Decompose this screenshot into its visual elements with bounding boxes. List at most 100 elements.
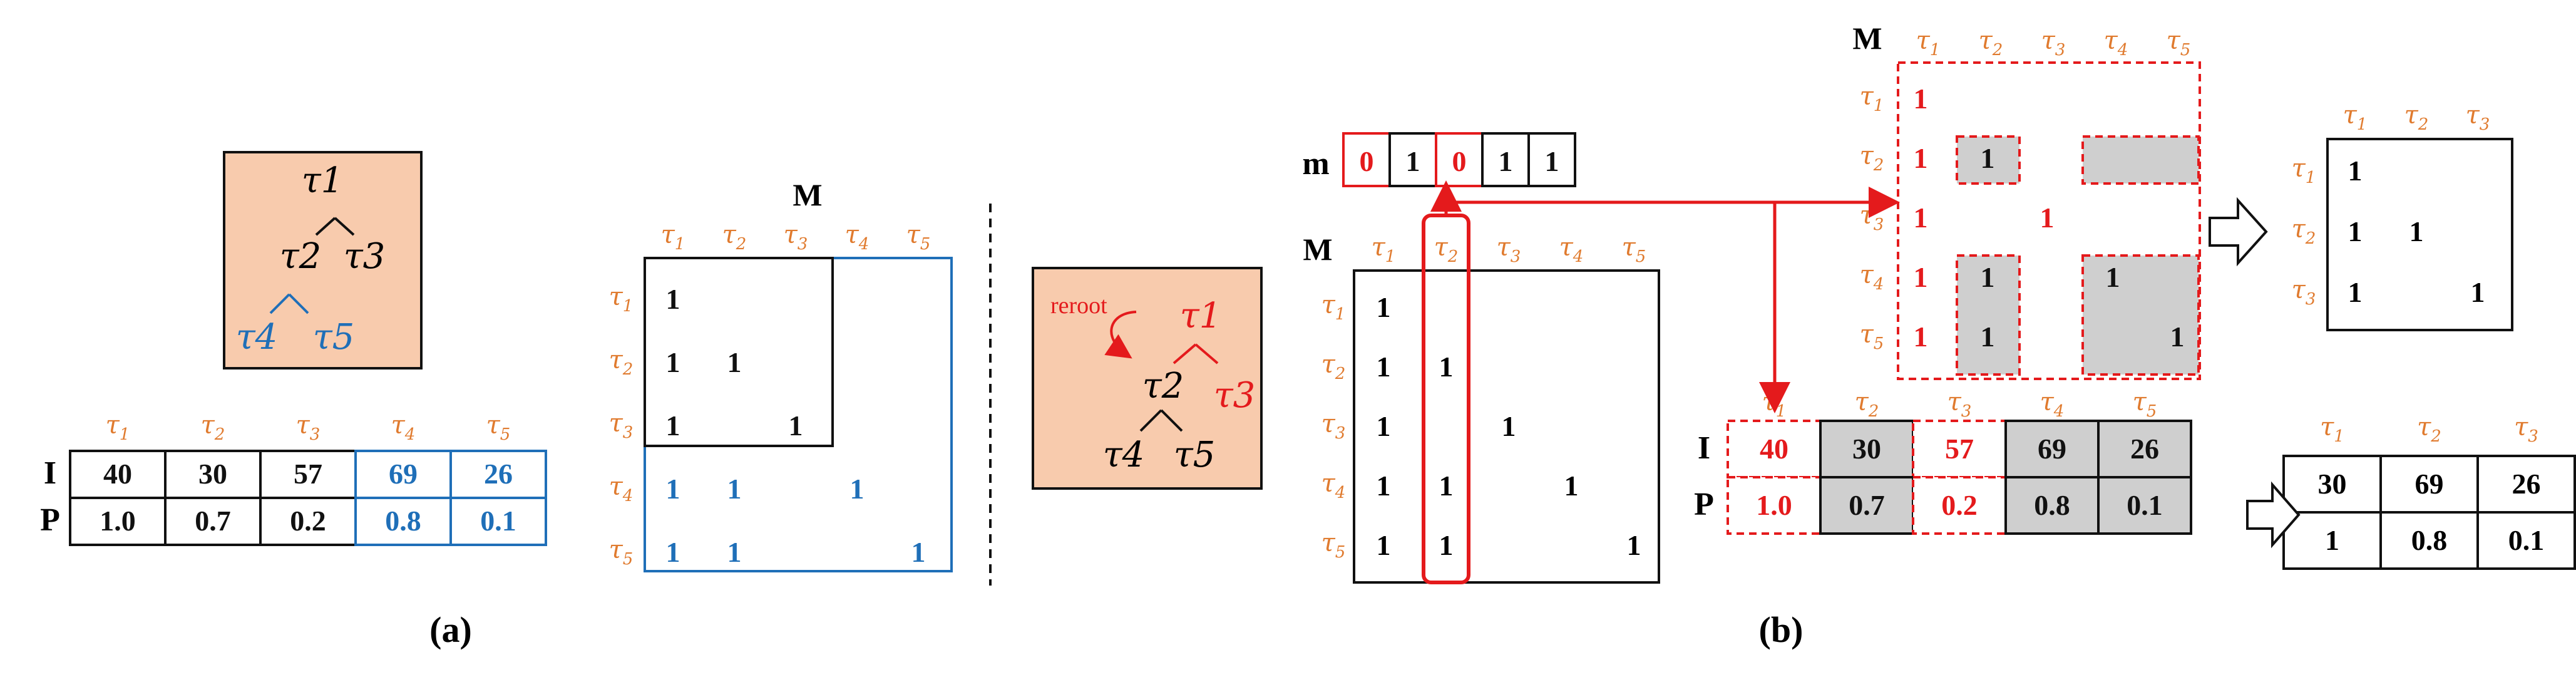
matrix-b-entry: 1 (1627, 529, 1641, 561)
matrix-b-row-label: τ5 (1321, 529, 1346, 562)
masked-matrix-entry: 1 (1981, 261, 1995, 293)
matrix-b-col-label: τ1 (1372, 233, 1396, 266)
table-b-value: 40 (1760, 433, 1788, 465)
matrix-a-entry: 1 (666, 410, 680, 442)
result-table-value: 69 (2415, 468, 2444, 500)
tree-box-a (223, 151, 423, 370)
masked-matrix-entry: 1 (1914, 142, 1928, 174)
masked-matrix-row-label: τ2 (1860, 142, 1884, 175)
result-matrix-entry: 1 (2348, 276, 2363, 308)
masked-matrix-entry: 1 (1981, 142, 1995, 174)
matrix-b-col-label: τ5 (1622, 233, 1646, 266)
hollow-arrow-table (2246, 481, 2301, 549)
table-b-col-header: τ2 (1855, 388, 1879, 421)
m-vector-value: 1 (1545, 145, 1559, 177)
masked-matrix-kept-block (1956, 135, 2021, 185)
m-vector-value: 0 (1360, 145, 1374, 177)
table-b-cell (2097, 476, 2192, 535)
masked-matrix-row-label: τ5 (1860, 320, 1884, 353)
table-b-row-label: P (1694, 487, 1714, 522)
masked-matrix-entry: 1 (2040, 202, 2055, 234)
caption-a: (a) (429, 609, 472, 650)
tree-b-left: τ2 (1142, 366, 1184, 406)
tree-a-right: τ3 (344, 236, 386, 277)
matrix-a-entry: 1 (727, 536, 742, 568)
matrix-a-col-label: τ3 (784, 220, 808, 254)
hollow-arrow-matrix (2209, 197, 2268, 267)
m-vector-value: 1 (1499, 145, 1513, 177)
result-table-value: 30 (2318, 468, 2347, 500)
matrix-b-entry: 1 (1377, 529, 1391, 561)
masked-matrix-kept-block (2081, 135, 2200, 185)
result-table-value: 1 (2325, 524, 2339, 556)
result-matrix-row-label: τ1 (2292, 154, 2316, 187)
tree-box-b (1032, 267, 1263, 490)
masked-matrix-entry: 1 (1914, 83, 1928, 115)
matrix-a-entry: 1 (911, 536, 926, 568)
masked-matrix-col-label: τ3 (2041, 26, 2066, 59)
matrix-b-entry: 1 (1439, 351, 1454, 383)
tree-a-root: τ1 (302, 160, 344, 201)
table-b-col-header: τ3 (1947, 388, 1972, 421)
matrix-b-row-label: τ1 (1321, 291, 1346, 324)
table-a-value: 0.8 (385, 505, 421, 537)
tree-b-lr: τ5 (1174, 435, 1216, 475)
table-a-col-header: τ5 (486, 411, 511, 444)
table-a-value: 26 (484, 458, 513, 490)
table-b-cell (1727, 420, 1822, 478)
tree-b-right: τ3 (1214, 375, 1256, 416)
matrix-a-col-label: τ4 (845, 220, 870, 254)
matrix-a-row-label: τ5 (609, 535, 634, 569)
masked-matrix-box (1897, 61, 2201, 380)
table-a-col-header: τ4 (391, 411, 416, 444)
matrix-b-col-label: τ4 (1559, 233, 1584, 266)
result-table-cell (2379, 511, 2479, 570)
masked-matrix-col-label: τ4 (2104, 26, 2128, 59)
masked-matrix-row-label: τ1 (1860, 82, 1884, 115)
tree-a-lr: τ5 (313, 317, 355, 358)
matrix-a-entry: 1 (666, 283, 680, 315)
masked-matrix-entry: 1 (1914, 261, 1928, 293)
table-b-value: 0.8 (2034, 489, 2070, 521)
matrix-b-col-label: τ2 (1434, 233, 1459, 266)
matrix-a-inner-box (644, 257, 834, 447)
matrix-b-entry: 1 (1502, 410, 1516, 442)
table-a-value: 0.2 (290, 505, 326, 537)
table-b-value: 26 (2130, 433, 2159, 465)
matrix-b-entry: 1 (1377, 291, 1391, 323)
table-a-value: 40 (103, 458, 132, 490)
matrix-b-row-label: τ3 (1321, 410, 1346, 443)
matrix-a-row-label: τ1 (609, 282, 634, 316)
matrix-b-entry: 1 (1439, 529, 1454, 561)
caption-b: (b) (1759, 609, 1804, 650)
result-matrix-col-label: τ2 (2404, 101, 2429, 134)
matrix-b-title: M (1303, 232, 1332, 267)
masked-matrix-kept-block (2081, 254, 2200, 376)
table-a-col-header: τ2 (201, 411, 225, 444)
tree-a-left: τ2 (280, 236, 322, 277)
matrix-a-row-label: τ3 (609, 409, 634, 442)
result-matrix-entry: 1 (2471, 276, 2485, 308)
result-matrix-entry: 1 (2348, 155, 2363, 187)
m-vector-label: m (1302, 146, 1329, 182)
result-matrix-row-label: τ3 (2292, 276, 2316, 309)
matrix-b-entry: 1 (1439, 470, 1454, 502)
result-table-value: 26 (2512, 468, 2541, 500)
result-matrix-row-label: τ2 (2292, 215, 2316, 248)
table-b-value: 69 (2038, 433, 2066, 465)
table-b-value: 57 (1945, 433, 1974, 465)
table-a-cell (449, 497, 547, 546)
m-vector-value: 1 (1406, 145, 1420, 177)
result-table-value: 0.1 (2508, 524, 2545, 556)
table-a-value: 57 (294, 458, 322, 490)
masked-matrix-entry: 1 (1914, 202, 1928, 234)
masked-matrix-row-label: τ4 (1860, 261, 1884, 294)
table-b-row-label: I (1698, 430, 1710, 466)
